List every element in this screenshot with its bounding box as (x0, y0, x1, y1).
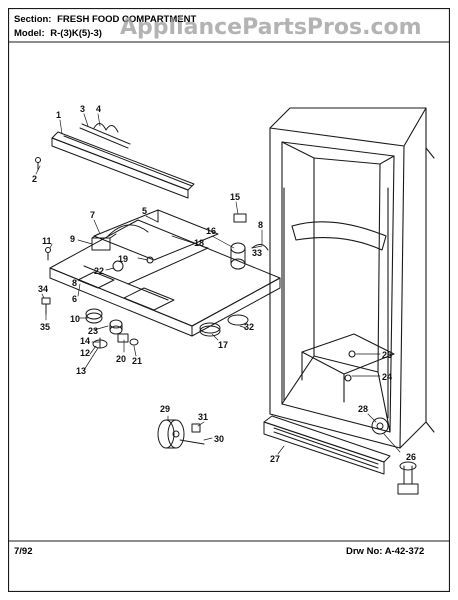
callout-30: 30 (214, 434, 224, 444)
hinge-part (371, 417, 389, 435)
callout-21: 21 (132, 356, 142, 366)
knob-part (85, 308, 103, 324)
damper-part (230, 213, 269, 270)
grille-part (263, 415, 391, 475)
leveling-leg-part (397, 461, 419, 495)
light-housing-plate (49, 219, 281, 337)
gasket-part (199, 314, 249, 337)
callout-8-secondary: 8 (72, 278, 77, 288)
callout-16: 16 (206, 226, 216, 236)
callout-23: 23 (88, 326, 98, 336)
section-label: Section: FRESH FOOD COMPARTMENT (14, 14, 196, 25)
callout-3: 3 (80, 104, 85, 114)
top-rail-part (51, 131, 195, 199)
switch-part (117, 333, 139, 346)
diagram-border (7, 7, 451, 593)
callout-22: 22 (94, 266, 104, 276)
callout-28: 28 (358, 404, 368, 414)
callout-25: 25 (382, 350, 392, 360)
trim-strip-part (79, 123, 131, 149)
callout-34: 34 (38, 284, 48, 294)
callout-6: 6 (72, 294, 77, 304)
roller-wheel-part (157, 419, 185, 449)
callout-10: 10 (70, 314, 80, 324)
callout-9: 9 (70, 234, 75, 244)
callout-4: 4 (96, 104, 101, 114)
exploded-parts-diagram: Section: FRESH FOOD COMPARTMENT Model: R… (7, 7, 451, 593)
callout-19: 19 (118, 254, 128, 264)
callout-8: 8 (258, 220, 263, 230)
refrigerator-cabinet (269, 107, 435, 449)
screw-part (45, 247, 51, 261)
callout-27: 27 (270, 454, 280, 464)
callout-17: 17 (218, 340, 228, 350)
callout-12: 12 (80, 348, 90, 358)
callout-24: 24 (382, 372, 392, 382)
callout-18: 18 (194, 238, 204, 248)
screw-part (35, 157, 41, 171)
footer-drawing-number: Drw No: A-42-372 (346, 546, 424, 557)
light-cover-part (93, 209, 219, 261)
callout-1: 1 (56, 110, 61, 120)
footer-date: 7/92 (14, 546, 33, 557)
callout-33: 33 (252, 248, 262, 258)
callout-11: 11 (42, 236, 52, 246)
clip-part (92, 337, 108, 349)
callout-5: 5 (142, 206, 147, 216)
callout-2: 2 (32, 174, 37, 184)
leader-lines (35, 113, 401, 455)
callout-13: 13 (76, 366, 86, 376)
callout-14: 14 (80, 336, 90, 346)
lamp-socket-part (109, 319, 123, 335)
model-label: Model: R-(3)K(5)-3) (14, 28, 102, 39)
callout-26: 26 (406, 452, 416, 462)
callout-35: 35 (40, 322, 50, 332)
callout-32: 32 (244, 322, 254, 332)
watermark-text: AppliancePartsPros.com (120, 15, 422, 40)
callout-20: 20 (116, 354, 126, 364)
callout-31: 31 (198, 412, 208, 422)
parts-diagram-frame: Section: FRESH FOOD COMPARTMENT Model: R… (7, 7, 451, 593)
callout-labels: 1 2 3 4 5 6 7 8 9 10 11 12 13 14 15 16 1… (32, 104, 416, 464)
axle-screw-part (179, 423, 205, 445)
callout-15: 15 (230, 192, 240, 202)
bracket-part (41, 297, 51, 315)
callout-29: 29 (160, 404, 170, 414)
callout-7: 7 (90, 210, 95, 220)
